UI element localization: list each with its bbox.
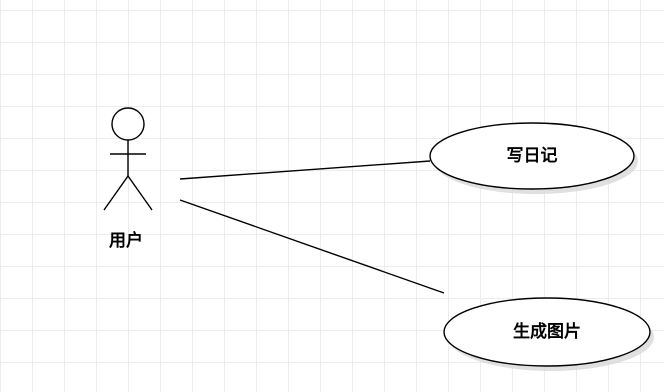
usecase-ellipse	[429, 122, 635, 190]
actor-user[interactable]	[103, 107, 153, 211]
usecase-label-generate-image: 生成图片	[513, 322, 581, 342]
actor-right-leg	[127, 175, 153, 211]
usecase-generate-image[interactable]	[443, 297, 654, 371]
actor-label: 用户	[109, 231, 143, 251]
actor-head	[111, 107, 145, 141]
actor-left-leg	[103, 175, 129, 211]
usecase-label-write-diary: 写日记	[506, 146, 558, 166]
association-write-diary[interactable]	[179, 160, 431, 180]
usecase-write-diary[interactable]	[429, 122, 638, 194]
usecase-ellipse	[443, 297, 651, 367]
association-generate-image[interactable]	[179, 199, 445, 294]
